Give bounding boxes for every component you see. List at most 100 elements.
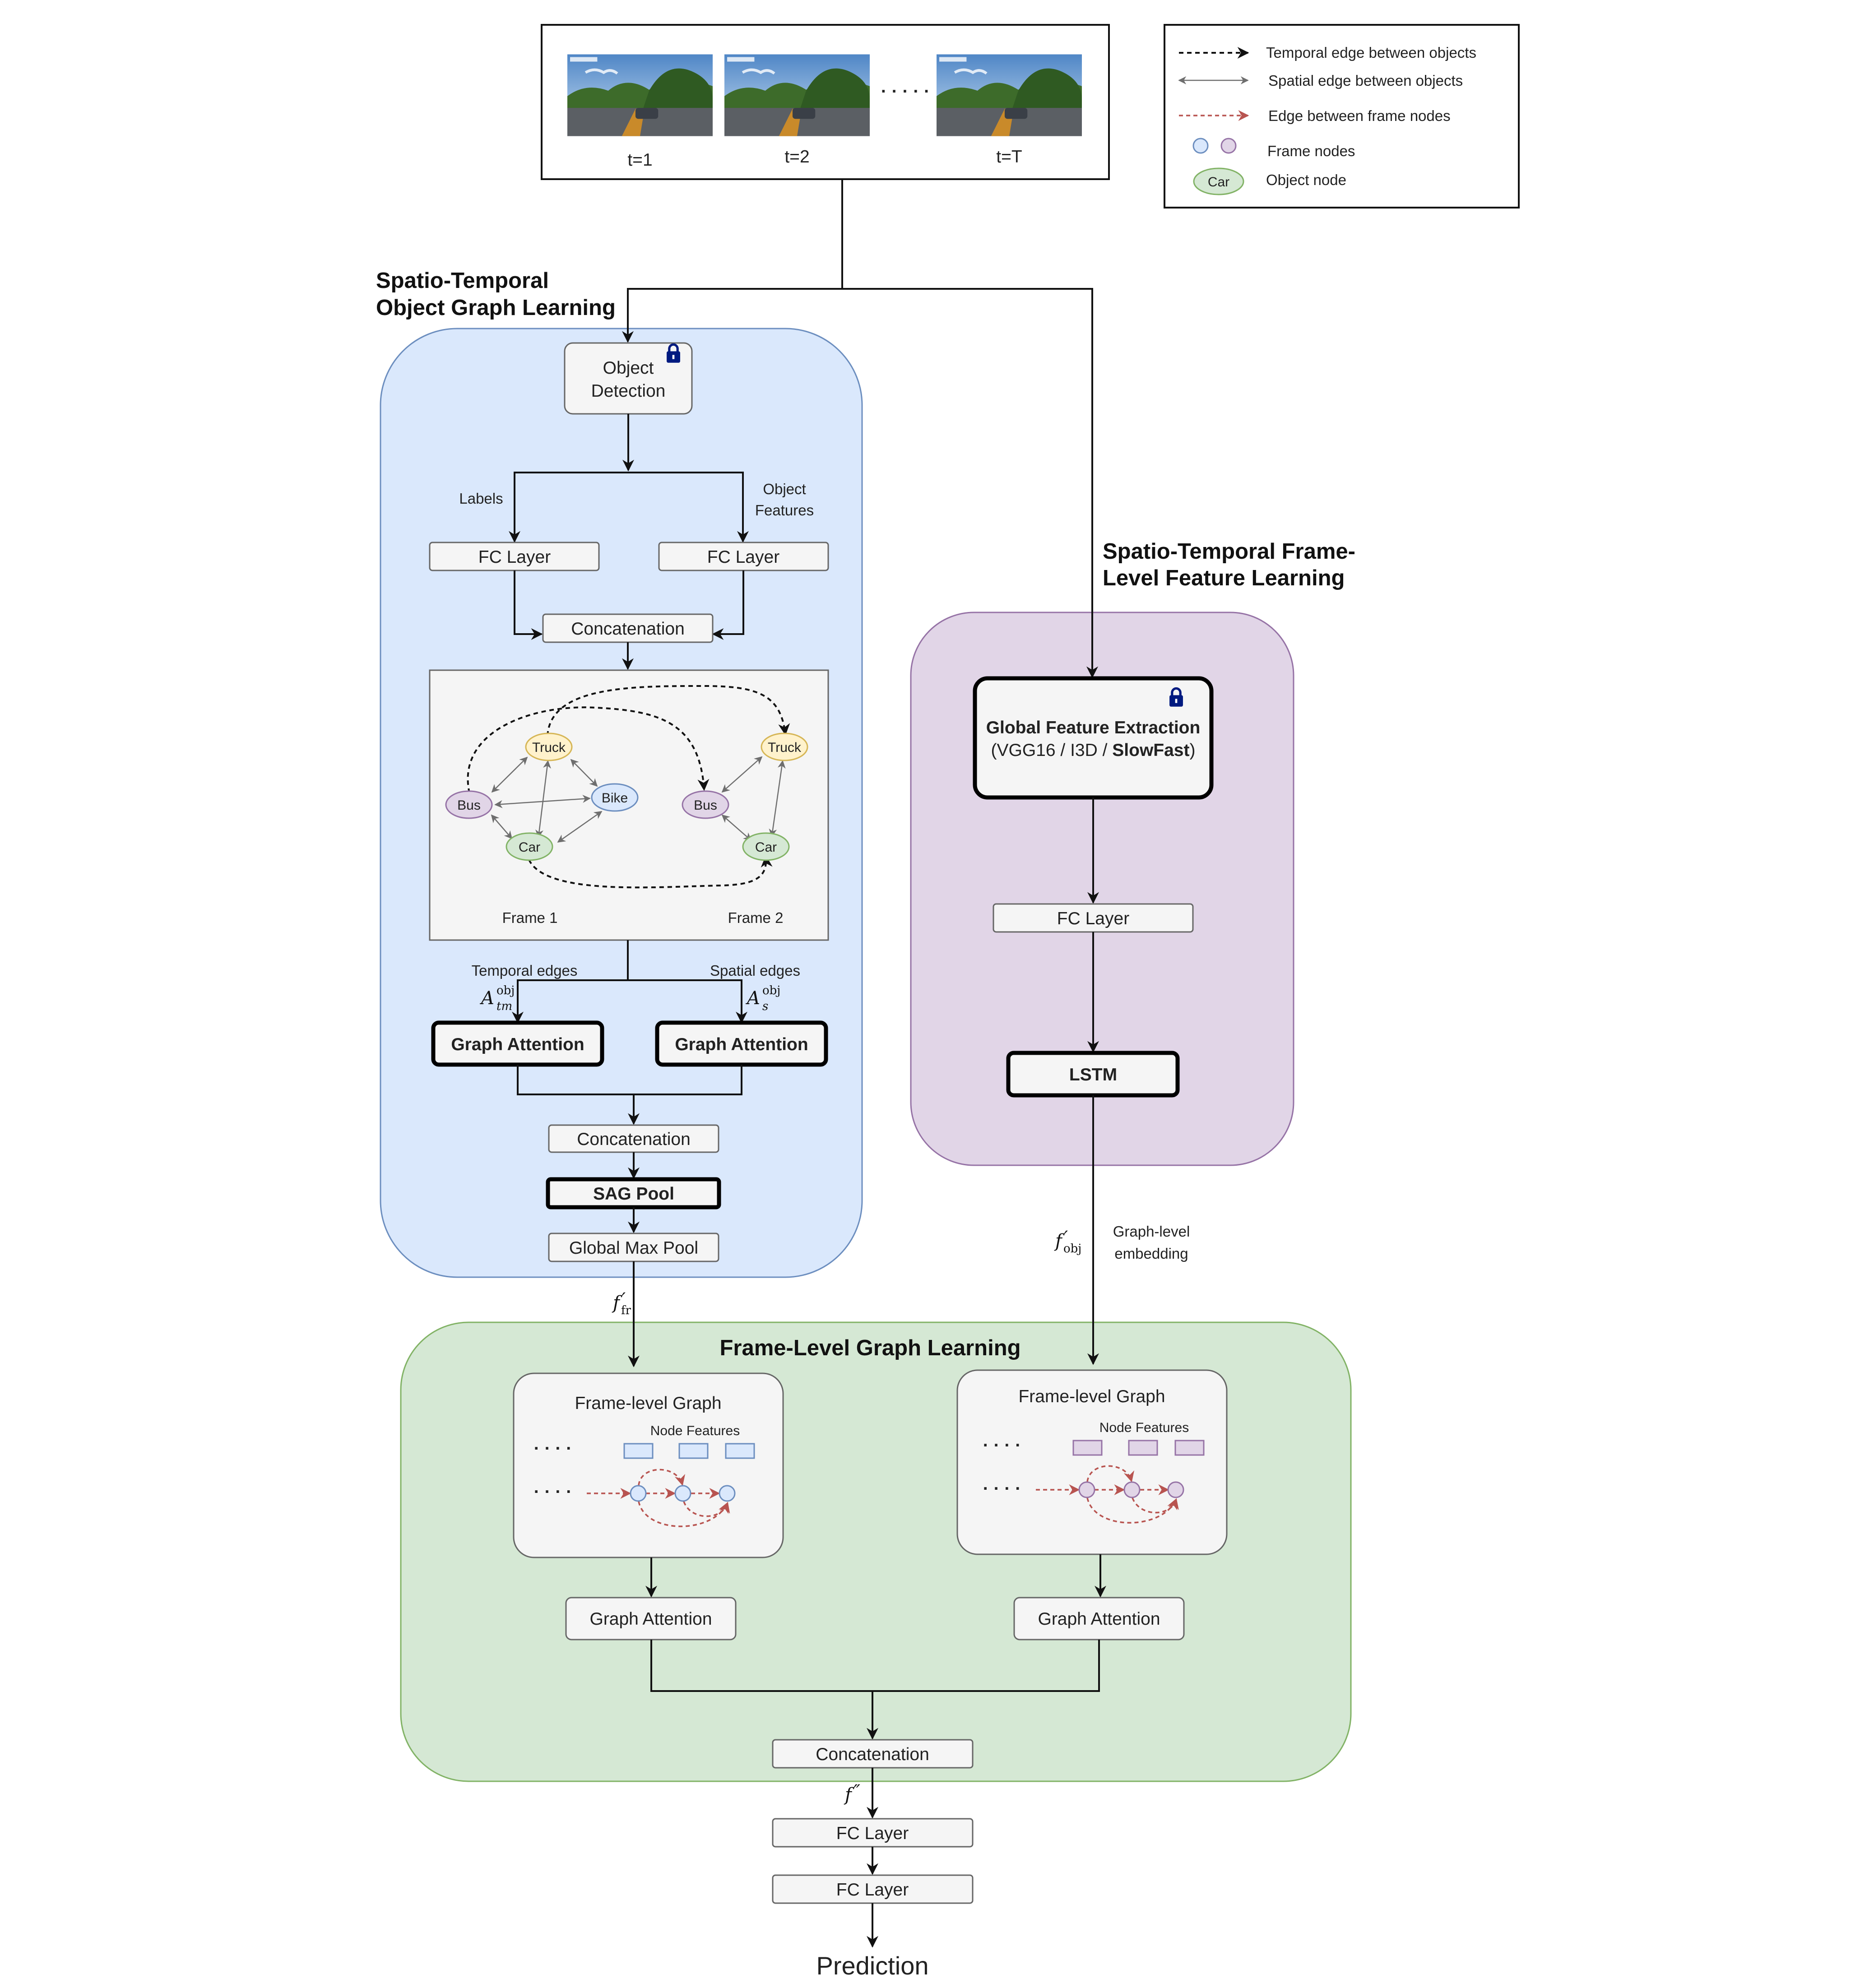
fc-layer-features-text: FC Layer xyxy=(707,547,779,567)
backbone-part-1: (VGG16 / I3D / xyxy=(991,741,1113,760)
node-feature-block xyxy=(1128,1440,1158,1456)
global-feature-title: Global Feature Extraction xyxy=(986,718,1201,737)
a-temporal-sub: tm xyxy=(496,1000,512,1013)
global-max-pool-text: Global Max Pool xyxy=(569,1238,698,1258)
legend-object-node-swatch xyxy=(1193,167,1244,195)
fc-layer-frame-text: FC Layer xyxy=(1057,909,1129,928)
frame-branch-title-line1: Spatio-Temporal Frame- xyxy=(1103,539,1355,564)
frame-level-graph-right-title: Frame-level Graph xyxy=(1018,1387,1165,1406)
frame-level-graph-left: Frame-level Graph Node Features · · · · … xyxy=(513,1372,784,1558)
concatenation-object-text: Concatenation xyxy=(577,1130,691,1149)
legend-spatial: Spatial edge between objects xyxy=(1268,72,1463,89)
a-temporal-sup: obj xyxy=(496,984,515,997)
node-bus-frame2 xyxy=(682,790,729,819)
legend-frame-nodes: Frame nodes xyxy=(1267,143,1355,159)
concatenation-top-text: Concatenation xyxy=(571,619,685,639)
spatial-edge xyxy=(491,814,513,839)
concatenation-final-text: Concatenation xyxy=(816,1745,929,1764)
dots-right-top: · · · · xyxy=(983,1436,1021,1455)
frame-label-2: t=2 xyxy=(784,147,809,167)
spatial-edge xyxy=(721,814,752,841)
object-detection-label-line1: Object xyxy=(603,358,654,378)
frame-edge xyxy=(1086,1497,1178,1524)
spatial-edge xyxy=(557,811,603,843)
input-video-box: t=1 t=2 t=T · · · · · xyxy=(541,24,1110,180)
frame-node xyxy=(674,1485,691,1502)
node-features-left-label: Node Features xyxy=(650,1423,740,1438)
f-obj-symbol: f ′ obj xyxy=(1054,1228,1081,1256)
prediction-label: Prediction xyxy=(816,1951,928,1980)
node-bike-frame1-label: Bike xyxy=(602,791,628,806)
node-truck-frame2 xyxy=(761,732,808,761)
frame-graph-title: Frame-Level Graph Learning xyxy=(719,1336,1020,1360)
arrow-to-global-feature xyxy=(842,288,1098,678)
legend-object-node-example: Car xyxy=(1208,175,1229,190)
fc-layer-head-2-text: FC Layer xyxy=(836,1880,909,1900)
frame-node xyxy=(719,1485,736,1502)
node-truck-frame1-label: Truck xyxy=(532,740,566,755)
spatial-edge xyxy=(721,756,763,793)
node-truck-frame2-label: Truck xyxy=(768,740,802,755)
dots-left-top: · · · · xyxy=(534,1439,572,1458)
frame-node xyxy=(1078,1481,1095,1498)
graph-attention-temporal-text: Graph Attention xyxy=(451,1035,584,1054)
frame-branch-title-line2: Level Feature Learning xyxy=(1103,566,1345,590)
spatial-edges-caption: Spatial edges xyxy=(710,962,800,979)
object-detection-label-line2: Detection xyxy=(591,381,666,401)
frame-ga-merge-line xyxy=(650,1640,1100,1692)
f-fr-prime: ′ xyxy=(622,1289,626,1310)
node-feature-block xyxy=(1072,1440,1103,1456)
backbone-part-2: SlowFast xyxy=(1112,741,1189,760)
spatial-edge xyxy=(535,760,551,838)
node-bus-frame1-label: Bus xyxy=(457,798,481,813)
global-feature-extraction-box: Global Feature Extraction (VGG16 / I3D /… xyxy=(973,676,1214,800)
frame-edge xyxy=(638,1469,685,1486)
spatial-edge xyxy=(570,759,598,787)
legend-object-node: Object node xyxy=(1266,171,1346,188)
frame-thumbnail-2 xyxy=(724,54,870,136)
frame-node xyxy=(1167,1481,1184,1498)
ga-merge-line xyxy=(517,1065,742,1095)
a-temporal-base: A xyxy=(479,988,494,1009)
legend-temporal: Temporal edge between objects xyxy=(1266,44,1476,61)
a-spatial-base: A xyxy=(745,988,760,1009)
frame-node xyxy=(630,1485,647,1502)
lstm-text: LSTM xyxy=(1069,1065,1117,1084)
legend-frame-node-purple xyxy=(1220,138,1237,154)
f-fr-symbol: f ′ fr xyxy=(612,1289,631,1317)
graph-attention-spatial-text: Graph Attention xyxy=(675,1035,808,1054)
graph-attention-frame-left-text: Graph Attention xyxy=(589,1609,712,1629)
dots-right-bottom: · · · · xyxy=(983,1479,1021,1498)
arrow-fc-left-to-concat xyxy=(514,570,543,640)
f-double-prime-symbol: f ″ xyxy=(844,1781,860,1805)
dots-left-bottom: · · · · xyxy=(534,1482,572,1501)
a-spatial-sup: obj xyxy=(762,984,780,997)
temporal-edges-caption: Temporal edges xyxy=(472,962,578,979)
node-feature-block xyxy=(725,1443,755,1459)
frame-label-1: t=1 xyxy=(627,150,652,170)
node-bike-frame1 xyxy=(591,783,639,812)
object-features-caption-line2: Features xyxy=(755,502,814,519)
arrow-fc-right-to-concat xyxy=(712,570,744,640)
node-bus-frame2-label: Bus xyxy=(694,798,717,813)
frame-thumbnail-1 xyxy=(567,54,713,136)
object-graph-box: Truck Bus Bike Car Truck Bus Car Frame 1… xyxy=(429,669,829,941)
node-bus-frame1 xyxy=(445,790,493,819)
adjacency-temporal-symbol: A obj tm xyxy=(479,984,515,1013)
node-car-frame1 xyxy=(506,832,553,861)
node-car-frame1-label: Car xyxy=(519,840,540,855)
a-spatial-sub: s xyxy=(762,1000,768,1013)
backbone-part-3: ) xyxy=(1189,741,1195,760)
f-obj-prime: ′ xyxy=(1064,1228,1068,1248)
node-truck-frame1 xyxy=(525,732,573,761)
legend: Temporal edge between objects Spatial ed… xyxy=(1164,24,1520,209)
frame-label-T: t=T xyxy=(996,147,1022,167)
labels-caption: Labels xyxy=(459,490,503,507)
frame-edge xyxy=(638,1501,728,1527)
node-car-frame2-label: Car xyxy=(755,840,777,855)
node-feature-block xyxy=(1174,1440,1205,1456)
frame-edge xyxy=(1086,1465,1134,1483)
object-detection-box: Object Detection xyxy=(564,342,693,415)
